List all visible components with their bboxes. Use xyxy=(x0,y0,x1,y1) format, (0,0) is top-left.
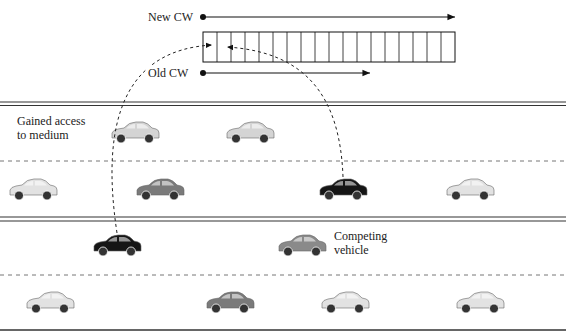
annotation: Competing vehicle xyxy=(333,229,387,257)
axis-label: New CW xyxy=(147,10,194,24)
car xyxy=(207,292,254,313)
lane-divider xyxy=(0,161,566,162)
access-arc xyxy=(112,45,212,233)
road-edge xyxy=(0,105,566,106)
car xyxy=(10,179,57,200)
car xyxy=(447,179,494,200)
backoff-arc xyxy=(227,47,343,177)
median-line xyxy=(0,216,566,217)
slot-dividers xyxy=(217,32,441,62)
car xyxy=(137,179,184,200)
new-cw-arrow xyxy=(203,16,455,17)
road-edge xyxy=(0,329,566,331)
annotation: Gained access to medium xyxy=(16,114,98,142)
median-line xyxy=(0,220,566,221)
car xyxy=(279,235,326,256)
lane-divider xyxy=(0,275,566,276)
car xyxy=(94,235,141,256)
car xyxy=(112,122,159,143)
old-cw-arrow xyxy=(203,72,370,73)
car xyxy=(457,292,504,313)
road-edge xyxy=(0,101,566,102)
car xyxy=(322,292,369,313)
contention-window xyxy=(203,32,455,62)
car xyxy=(27,292,74,313)
car xyxy=(227,122,274,143)
car xyxy=(320,179,367,200)
axis-label: Old CW xyxy=(147,66,189,80)
